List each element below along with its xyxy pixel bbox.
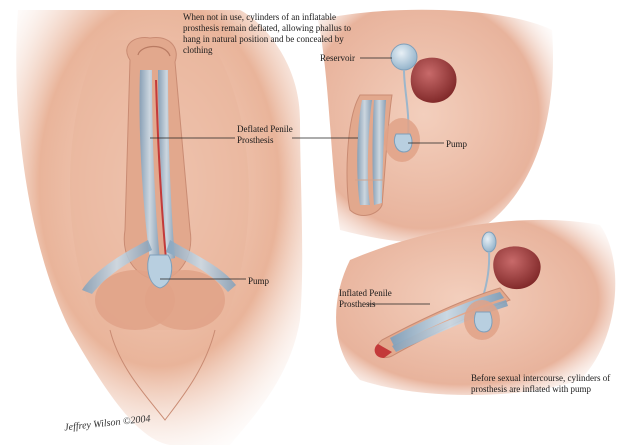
label-pump-front: Pump [248,276,269,287]
label-reservoir: Reservoir [320,53,355,64]
label-inflated-prosthesis: Inflated Penile Prosthesis [339,288,399,310]
label-deflated-prosthesis: Deflated Penile Prosthesis [237,124,297,146]
caption-deflated-state: When not in use, cylinders of an inflata… [183,12,353,56]
side-view-deflated-figure [318,10,553,243]
label-pump-side: Pump [446,139,467,150]
front-view-figure [16,10,302,445]
caption-inflated-state: Before sexual intercourse, cylinders of … [471,373,631,395]
